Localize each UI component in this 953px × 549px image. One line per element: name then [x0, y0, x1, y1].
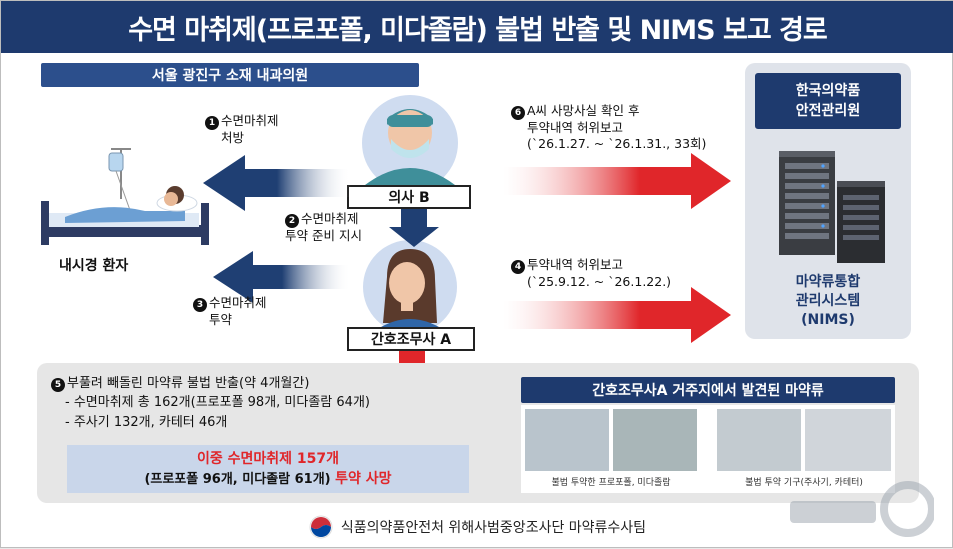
- death-summary-box: 이중 수면마취제 157개 (프로포폴 96개, 미다졸람 61개) 투약 사망: [67, 445, 469, 493]
- photo-caption-left: 불법 투약한 프로포폴, 미다졸람: [551, 478, 671, 488]
- step-number: 4: [511, 260, 525, 274]
- page-title: 수면 마취제(프로포폴, 미다졸람) 불법 반출 및 NIMS 보고 경로: [1, 1, 953, 53]
- government-emblem-icon: [309, 515, 333, 539]
- nurse-avatar: [363, 240, 457, 335]
- death-line-2: (프로포폴 96개, 미다졸람 61개) 투약 사망: [144, 469, 391, 490]
- arrow-report-after-death: [503, 153, 731, 209]
- step-number: 3: [193, 298, 207, 312]
- leak-item: - 수면마취제 총 162개(프로포폴 98개, 미다졸람 64개): [65, 395, 370, 410]
- step-text: 투약내역 허위보고: [527, 120, 623, 135]
- nurse-label: 간호조무사 A: [347, 327, 475, 351]
- step-text: 수면마취제: [209, 295, 267, 310]
- patient-bed-icon: [41, 148, 209, 245]
- step-text: 수면마취제: [301, 211, 359, 226]
- evidence-photo: [525, 409, 609, 471]
- death-detail: (프로포폴 96개, 미다졸람 61개): [144, 471, 336, 487]
- step-number: 2: [285, 214, 299, 228]
- arrow-false-report: [503, 287, 731, 343]
- step-text: 수면마취제: [221, 113, 279, 128]
- evidence-photo: [717, 409, 801, 471]
- patient-label: 내시경 환자: [59, 258, 129, 274]
- step-text: 투약: [209, 312, 233, 327]
- step-text: 투약 준비 지시: [285, 228, 362, 243]
- footer-text: 식품의약품안전처 위해사범중앙조사단 마약류수사팀: [340, 520, 647, 536]
- step-text: (`25.9.12. ~ `26.1.22.): [527, 274, 672, 289]
- nims-org-line: 안전관리원: [795, 103, 861, 119]
- nims-org-line: 한국의약품: [795, 83, 861, 99]
- death-line-1: 이중 수면마취제 157개: [196, 450, 339, 467]
- step-number: 6: [511, 106, 525, 120]
- clinic-label: 서울 광진구 소재 내과의원: [41, 63, 419, 87]
- leak-heading: 부풀려 빼돌린 마약류 불법 반출(약 4개월간): [67, 376, 310, 391]
- step-number: 1: [205, 116, 219, 130]
- step-text: A씨 사망사실 확인 후: [527, 103, 640, 118]
- nims-system-label: 마약류통합 관리시스템 (NIMS): [755, 269, 901, 333]
- arrow-instruct: [389, 209, 439, 247]
- nims-sys-line: 관리시스템: [795, 292, 861, 309]
- step-text: (`26.1.27. ~ `26.1.31., 33회): [527, 136, 707, 151]
- leak-item: - 주사기 132개, 카테터 46개: [65, 415, 228, 430]
- watermark-logo: [790, 481, 934, 537]
- evidence-photo: [613, 409, 697, 471]
- arrow-prescribe: [203, 155, 351, 211]
- photo-caption-right: 불법 투약 기구(주사기, 카테터): [745, 478, 863, 488]
- nims-sys-line: (NIMS): [801, 311, 855, 328]
- step-text: 처방: [221, 130, 245, 145]
- nims-org-label: 한국의약품 안전관리원: [755, 73, 901, 129]
- evidence-photos: 불법 투약한 프로포폴, 미다졸람 불법 투약 기구(주사기, 카테터): [521, 405, 895, 493]
- nims-sys-line: 마약류통합: [795, 273, 861, 290]
- evidence-photo: [805, 409, 891, 471]
- death-emphasis: 투약 사망: [335, 470, 392, 487]
- server-icon: [779, 151, 885, 263]
- found-drugs-title: 간호조무사A 거주지에서 발견된 마약류: [521, 377, 895, 403]
- arrow-administer: [213, 251, 351, 303]
- step-number: 5: [51, 378, 65, 392]
- footer: 식품의약품안전처 위해사범중앙조사단 마약류수사팀: [1, 509, 953, 545]
- step-text: 투약내역 허위보고: [527, 257, 623, 272]
